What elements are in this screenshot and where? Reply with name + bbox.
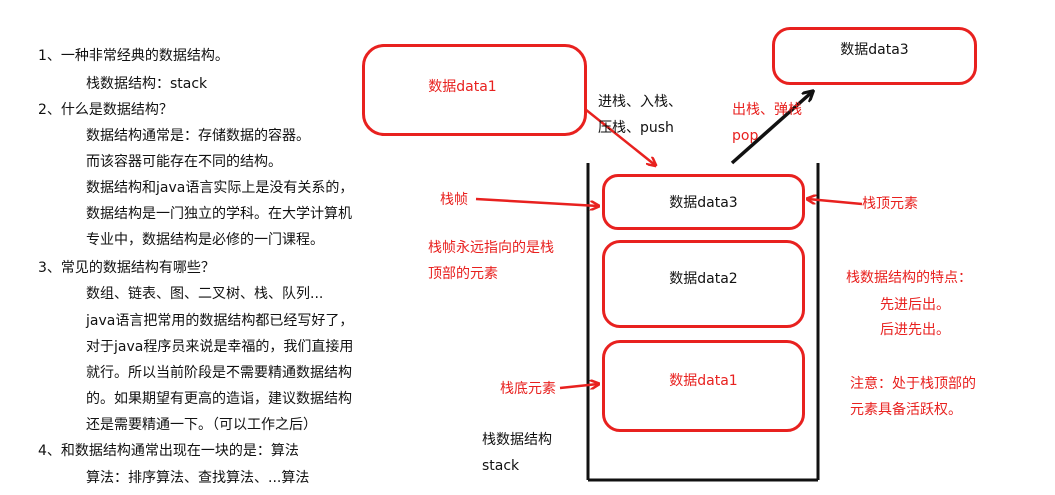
note-line: 还是需要精通一下。（可以工作之后） bbox=[86, 417, 317, 433]
feature-item: 先进后出。 bbox=[880, 297, 950, 313]
note-line: 对于java程序员来说是幸福的，我们直接用 bbox=[86, 339, 354, 355]
note-line: 专业中，数据结构是必修的一门课程。 bbox=[86, 232, 324, 248]
notes-panel: 1、一种非常经典的数据结构。 栈数据结构：stack 2、什么是数据结构？ 数据… bbox=[0, 0, 400, 495]
caption-line1: 栈数据结构 bbox=[482, 432, 552, 448]
bottom-element-arrow bbox=[559, 384, 598, 388]
note-line: 数据结构是一门独立的学科。在大学计算机 bbox=[86, 206, 352, 222]
note-line1: 注意：处于栈顶部的 bbox=[850, 376, 976, 392]
note-line: 1、一种非常经典的数据结构。 bbox=[38, 48, 229, 64]
frame-pointer-arrow bbox=[475, 197, 598, 206]
frame-desc-line1: 栈帧永远指向的是栈 bbox=[428, 240, 554, 256]
stack-element-bottom: 数据data1 bbox=[602, 340, 805, 432]
note-line: 3、常见的数据结构有哪些？ bbox=[38, 260, 215, 276]
push-label-line1: 进栈、入栈、 bbox=[598, 94, 682, 110]
note-line: 数据结构和java语言实际上是没有关系的， bbox=[86, 180, 354, 196]
note-line: 2、什么是数据结构？ bbox=[38, 102, 173, 118]
note-line: 数组、链表、图、二叉树、栈、队列... bbox=[86, 286, 324, 302]
note-line: 栈数据结构：stack bbox=[86, 76, 208, 92]
stack-element-middle: 数据data2 bbox=[602, 240, 805, 328]
note-line: 就行。所以当前阶段是不需要精通数据结构 bbox=[86, 365, 352, 381]
caption-line2: stack bbox=[482, 458, 520, 474]
note-line: 算法：排序算法、查找算法、...算法 bbox=[86, 470, 310, 486]
push-label-line2: 压栈、push bbox=[598, 120, 674, 136]
note-line: 数据结构通常是：存储数据的容器。 bbox=[86, 128, 310, 144]
note-line2: 元素具备活跃权。 bbox=[850, 402, 962, 418]
pop-label-line1: 出栈、弹栈 bbox=[732, 102, 802, 118]
stack-element-label: 数据data3 bbox=[669, 195, 738, 211]
note-line: 的。如果期望有更高的造诣，建议数据结构 bbox=[86, 391, 352, 407]
feature-title: 栈数据结构的特点： bbox=[846, 270, 972, 286]
stack-element-label: 数据data1 bbox=[669, 373, 738, 389]
pop-label-line2: pop bbox=[732, 128, 759, 144]
outgoing-data-label: 数据data3 bbox=[840, 42, 909, 58]
stack-element-label: 数据data2 bbox=[669, 271, 738, 287]
bottom-element-label: 栈底元素 bbox=[500, 381, 556, 397]
incoming-data-box: 数据data1 bbox=[362, 44, 587, 136]
top-element-arrow bbox=[808, 199, 863, 206]
frame-desc-line2: 顶部的元素 bbox=[428, 266, 498, 282]
frame-label: 栈帧 bbox=[440, 192, 468, 208]
incoming-data-label: 数据data1 bbox=[428, 79, 497, 95]
note-line: 4、和数据结构通常出现在一块的是：算法 bbox=[38, 443, 299, 459]
feature-item: 后进先出。 bbox=[880, 322, 950, 338]
outgoing-data-box: 数据data3 bbox=[772, 27, 977, 85]
note-line: java语言把常用的数据结构都已经写好了， bbox=[86, 313, 354, 329]
note-line: 而该容器可能存在不同的结构。 bbox=[86, 154, 282, 170]
stack-element-top: 数据data3 bbox=[602, 174, 805, 230]
top-element-label: 栈顶元素 bbox=[862, 196, 918, 212]
